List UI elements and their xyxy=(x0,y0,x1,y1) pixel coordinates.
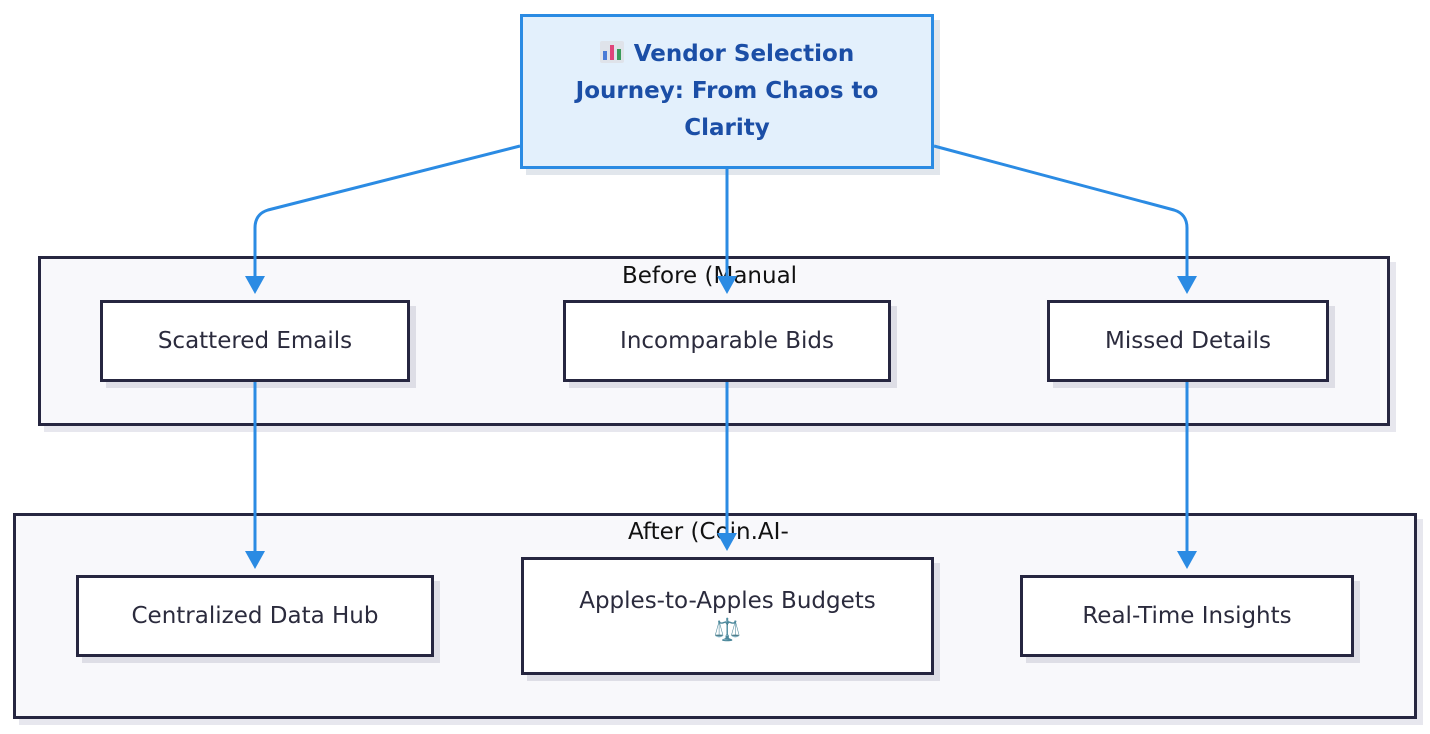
node-centralized-data-hub: Centralized Data Hub xyxy=(76,575,434,657)
title-text-wrap: Vendor Selection Journey: From Chaos to … xyxy=(553,36,901,147)
node-missed-details: Missed Details xyxy=(1047,300,1329,382)
node-scattered-emails: Scattered Emails xyxy=(100,300,410,382)
balance-scale-icon: ⚖️ xyxy=(713,618,742,643)
before-cluster-label: Before (Manual xyxy=(622,263,798,289)
node-real-time-insights: Real-Time Insights xyxy=(1020,575,1354,657)
node-centralized-data-hub-label: Centralized Data Hub xyxy=(131,603,379,629)
node-incomparable-bids: Incomparable Bids xyxy=(563,300,891,382)
node-apples-to-apples-budgets: Apples-to-Apples Budgets ⚖️ xyxy=(521,557,934,675)
node-incomparable-bids-label: Incomparable Bids xyxy=(620,328,834,354)
node-missed-details-label: Missed Details xyxy=(1105,328,1271,354)
node-apples-to-apples-budgets-label: Apples-to-Apples Budgets xyxy=(579,588,876,614)
bar-chart-icon xyxy=(599,38,624,63)
node-real-time-insights-label: Real-Time Insights xyxy=(1082,603,1292,629)
title-text: Vendor Selection Journey: From Chaos to … xyxy=(575,41,879,141)
node-scattered-emails-label: Scattered Emails xyxy=(157,328,353,354)
after-cluster-label: After (Coin.AI- xyxy=(628,519,789,545)
title-node: Vendor Selection Journey: From Chaos to … xyxy=(520,14,934,169)
